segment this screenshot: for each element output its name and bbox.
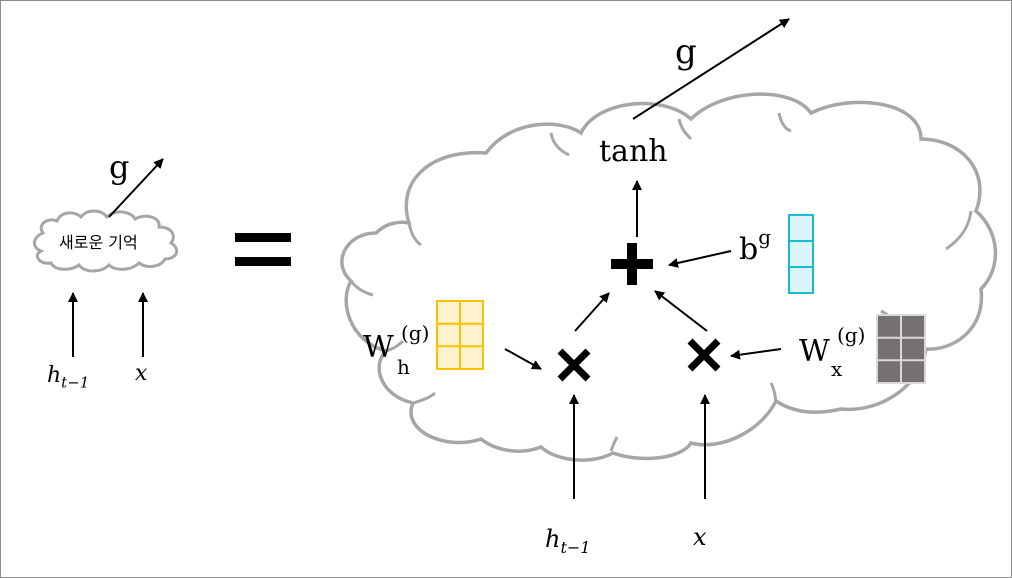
small-cloud-label: 새로운 기억: [59, 233, 138, 252]
small-output-arrow: [108, 158, 164, 218]
small-input-x-label: x: [135, 361, 148, 386]
weight-x-to-mul-arrow: [730, 348, 782, 360]
small-cloud: [33, 209, 179, 273]
weight-x-sup: (g): [837, 323, 866, 347]
equals-sign-bottom: [235, 257, 291, 266]
weight-h-to-mul-arrow: [504, 348, 542, 370]
mul-right-to-add-arrow: [654, 290, 708, 332]
weight-h-label: W: [363, 330, 394, 365]
input-x-label: x: [693, 523, 707, 551]
mul-left-to-add-arrow: [574, 292, 610, 332]
big-cloud: [340, 92, 998, 462]
input-h-label: ht−1: [545, 525, 591, 557]
bias-label: bg: [739, 225, 772, 267]
bias-to-add-arrow: [668, 250, 732, 268]
weight-h-matrix: [436, 300, 484, 370]
add-operator: [611, 243, 653, 285]
activation-label: tanh: [599, 134, 668, 169]
output-arrow: [632, 18, 790, 120]
output-label: g: [675, 32, 697, 72]
small-output-label: g: [109, 148, 130, 186]
small-input-h-label: ht−1: [47, 363, 90, 392]
mul-operator-left: [557, 348, 591, 382]
weight-x-sub: x: [831, 357, 843, 381]
weight-x-label: W: [799, 334, 830, 369]
bias-vector: [788, 214, 814, 294]
mul-operator-right: [687, 338, 721, 372]
weight-x-matrix: [876, 314, 926, 384]
weight-h-sub: h: [397, 355, 410, 379]
big-cloud-inner-curves: [349, 112, 973, 452]
equals-sign-top: [235, 233, 291, 242]
weight-h-sup: (g): [401, 321, 430, 345]
